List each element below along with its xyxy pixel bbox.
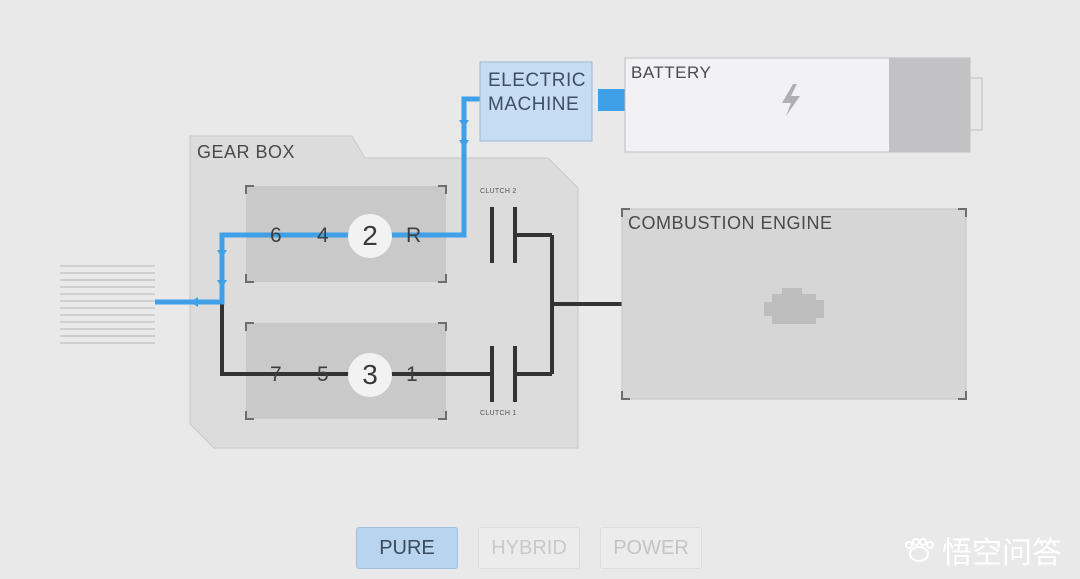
battery-terminal [969,77,983,131]
gear-r: R [406,224,422,247]
power-flow-path [155,96,480,305]
gear-4: 4 [317,224,329,247]
gearbox-title: GEAR BOX [197,142,296,162]
active-gear-lower: 3 [348,353,392,397]
panel-corner-marks [245,185,447,420]
engine-icon [764,288,824,324]
lower-gear-panel [246,323,446,419]
em-battery-link [598,89,626,111]
gear-7: 7 [270,363,282,386]
engine-label: COMBUSTION ENGINE [628,213,833,233]
watermark-text: 悟空问答 [942,537,1062,570]
mode-power-button[interactable]: POWER [600,527,702,569]
battery-fill [889,58,970,152]
flow-arrows [190,120,469,307]
gear-1: 1 [406,363,418,386]
mode-hybrid-button[interactable]: HYBRID [478,527,580,569]
engine-corner-marks [621,208,967,400]
shaft-lines [220,233,622,376]
electric-machine-label-line1: ELECTRIC [488,70,586,91]
mode-pure-button[interactable]: PURE [356,527,458,569]
watermark: 悟空问答 [902,528,1062,572]
lightning-bolt-icon [782,84,800,116]
battery-label: BATTERY [631,63,712,82]
paw-icon [905,538,934,562]
gear-6: 6 [270,224,282,247]
output-shaft-lines [60,265,155,344]
electric-machine-label-line2: MACHINE [488,94,580,115]
gear-5: 5 [317,363,329,386]
electric-machine-box [479,61,593,142]
clutch-1-label: CLUTCH 1 [480,410,517,417]
clutch-plates [490,207,517,402]
active-gear-upper: 2 [348,214,392,258]
clutch-2-label: CLUTCH 2 [480,188,517,195]
